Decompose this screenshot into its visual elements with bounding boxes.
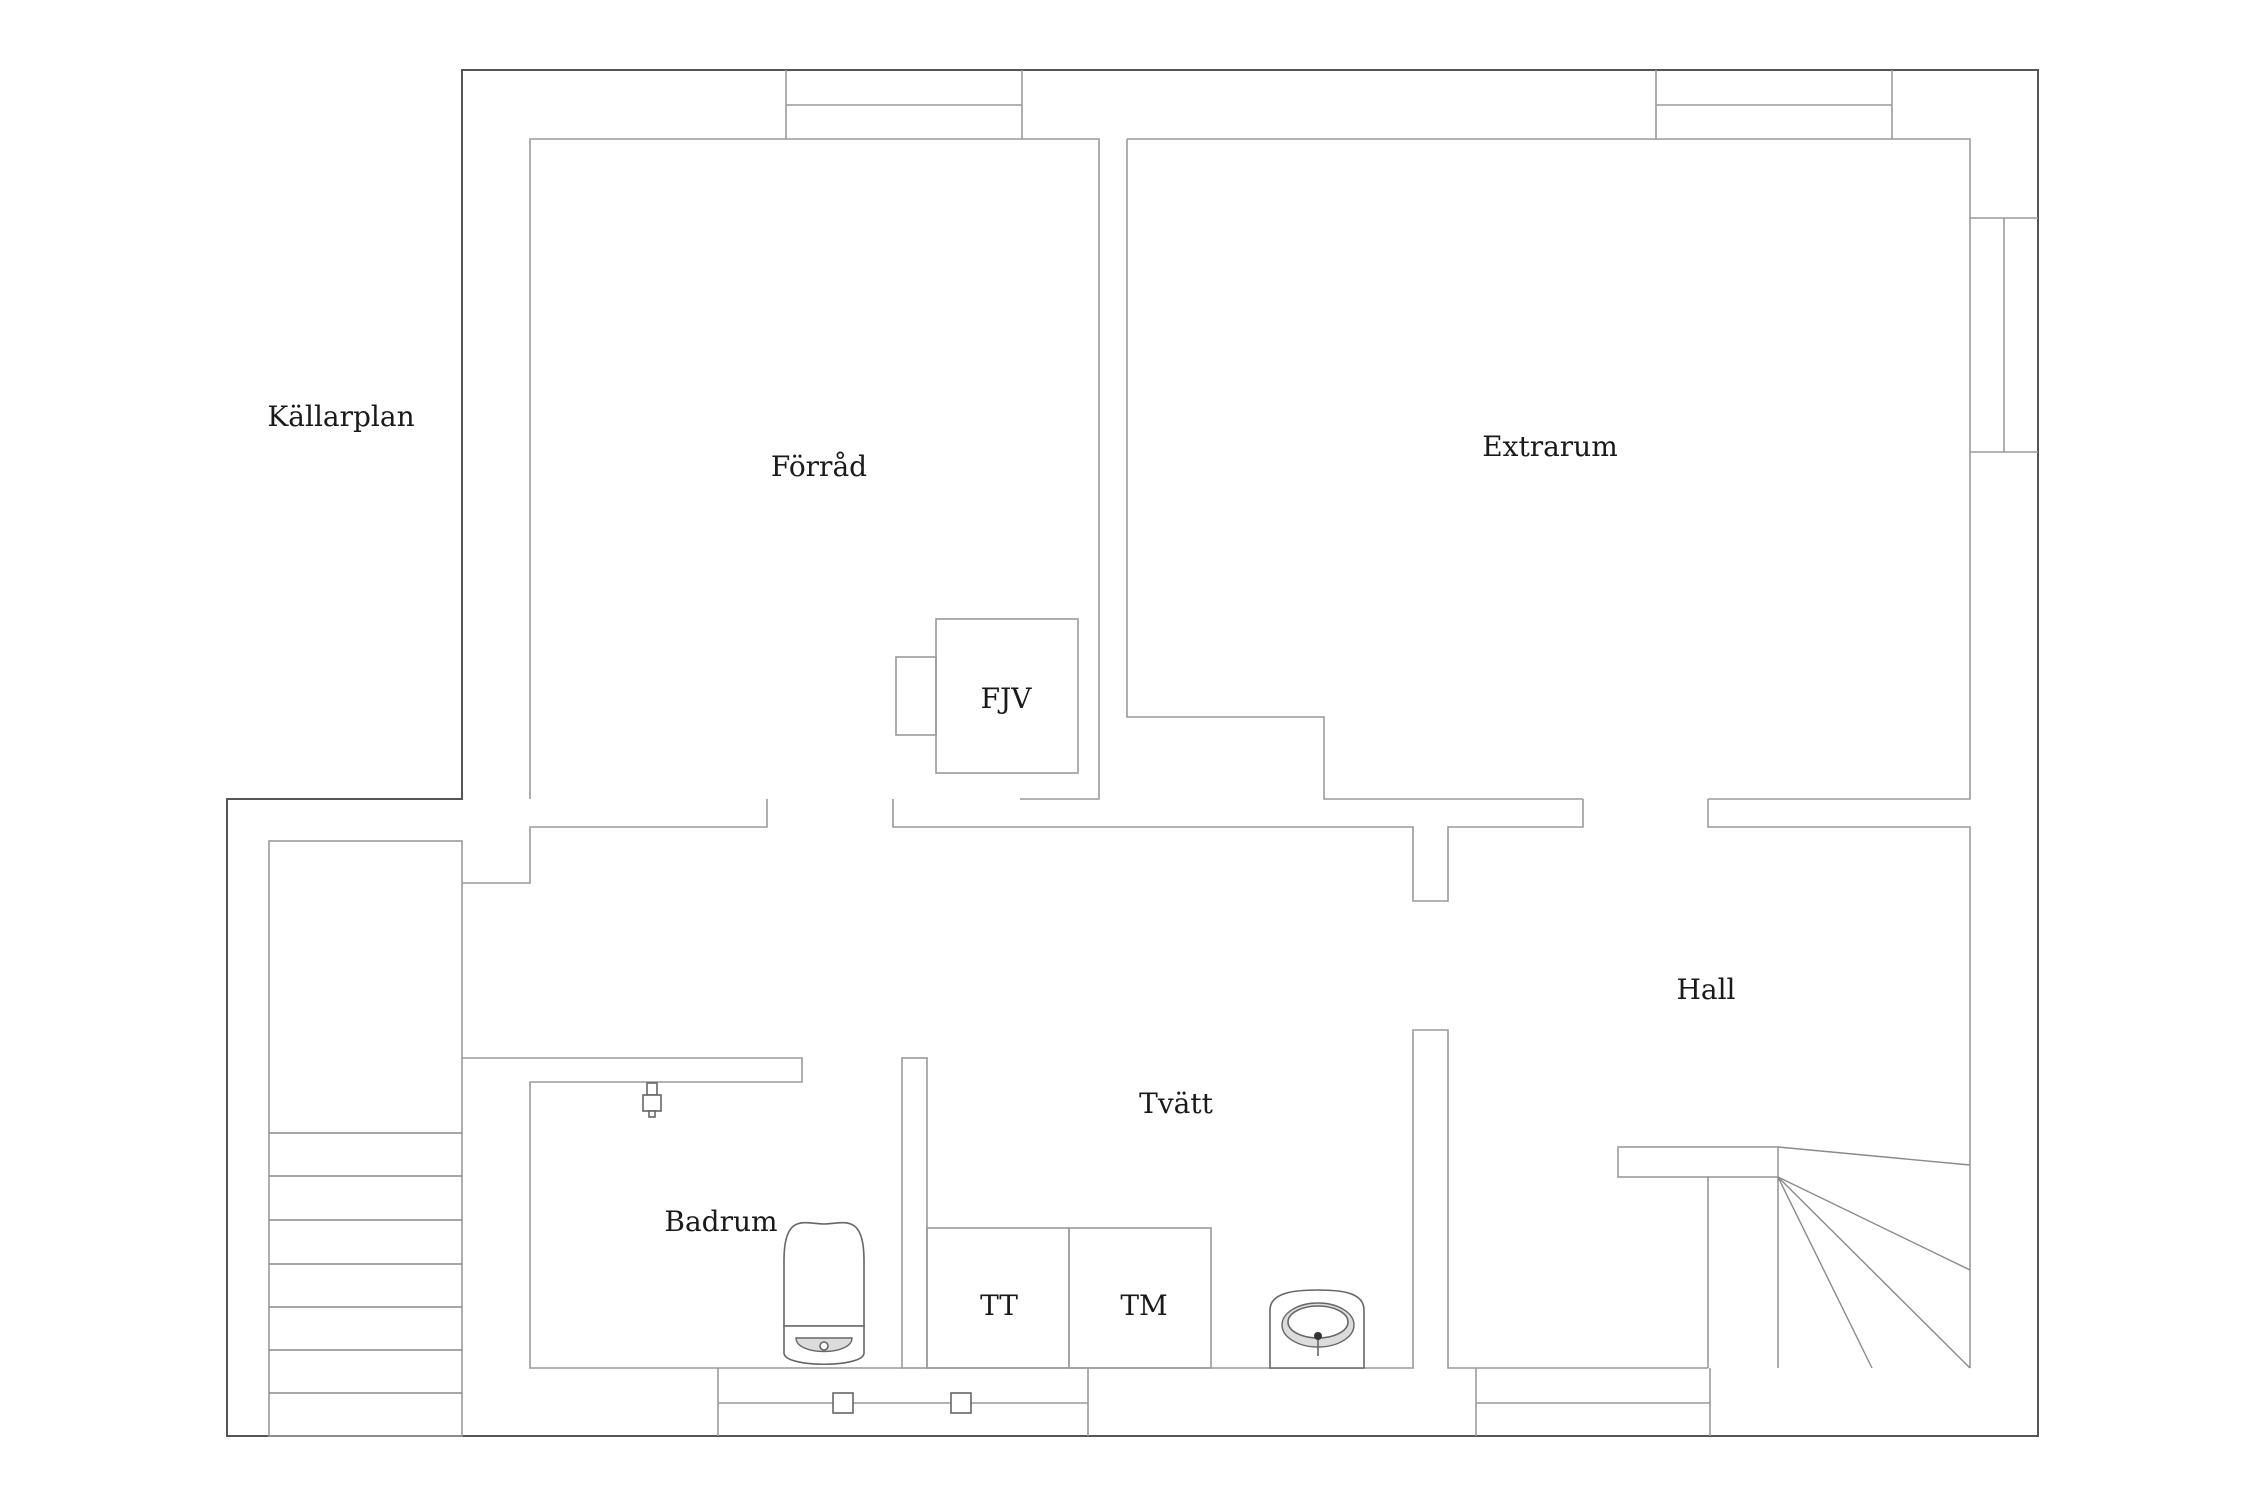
shower-head-icon: [642, 1082, 662, 1118]
room-label-laundry: Tvätt: [1139, 1087, 1213, 1120]
room-label-extra-room: Extrarum: [1482, 430, 1618, 463]
fixture-label-washer: TM: [1120, 1289, 1167, 1322]
bathroom-top-wall: [462, 1057, 902, 1369]
window-bottom-bathroom: [717, 1368, 1089, 1436]
sink-icon: [1269, 1289, 1365, 1369]
hall-stair: [1617, 1146, 1971, 1369]
outer-wall: [226, 69, 2039, 1437]
window-right: [1970, 217, 2038, 453]
fixture-label-district-heating: FJV: [981, 682, 1033, 715]
window-top-left: [785, 70, 1023, 139]
bathroom-laundry-partition: [901, 1057, 928, 1369]
toilet-icon: [783, 1221, 865, 1365]
left-stair-steps: [269, 1132, 462, 1394]
window-bottom-hall: [1475, 1368, 1711, 1436]
corridor-wall-middle: [892, 799, 1584, 902]
corridor-wall-left: [462, 799, 768, 884]
extra-room-walls: [1127, 138, 1971, 800]
window-top-right: [1655, 70, 1893, 139]
room-label-bathroom: Badrum: [664, 1205, 777, 1238]
district-heating-pipe: [895, 656, 937, 736]
room-label-hall: Hall: [1676, 973, 1735, 1006]
extra-room-lower-wall: [1126, 139, 1583, 800]
left-stair-well: [268, 840, 463, 1437]
storage-room-walls: [529, 138, 1100, 800]
room-label-storage: Förråd: [771, 450, 867, 483]
corridor-wall-right: [1707, 799, 1971, 1368]
plan-title: Källarplan: [267, 400, 414, 433]
washer-unit: [1068, 1227, 1212, 1369]
fixture-label-dryer: TT: [980, 1289, 1018, 1322]
